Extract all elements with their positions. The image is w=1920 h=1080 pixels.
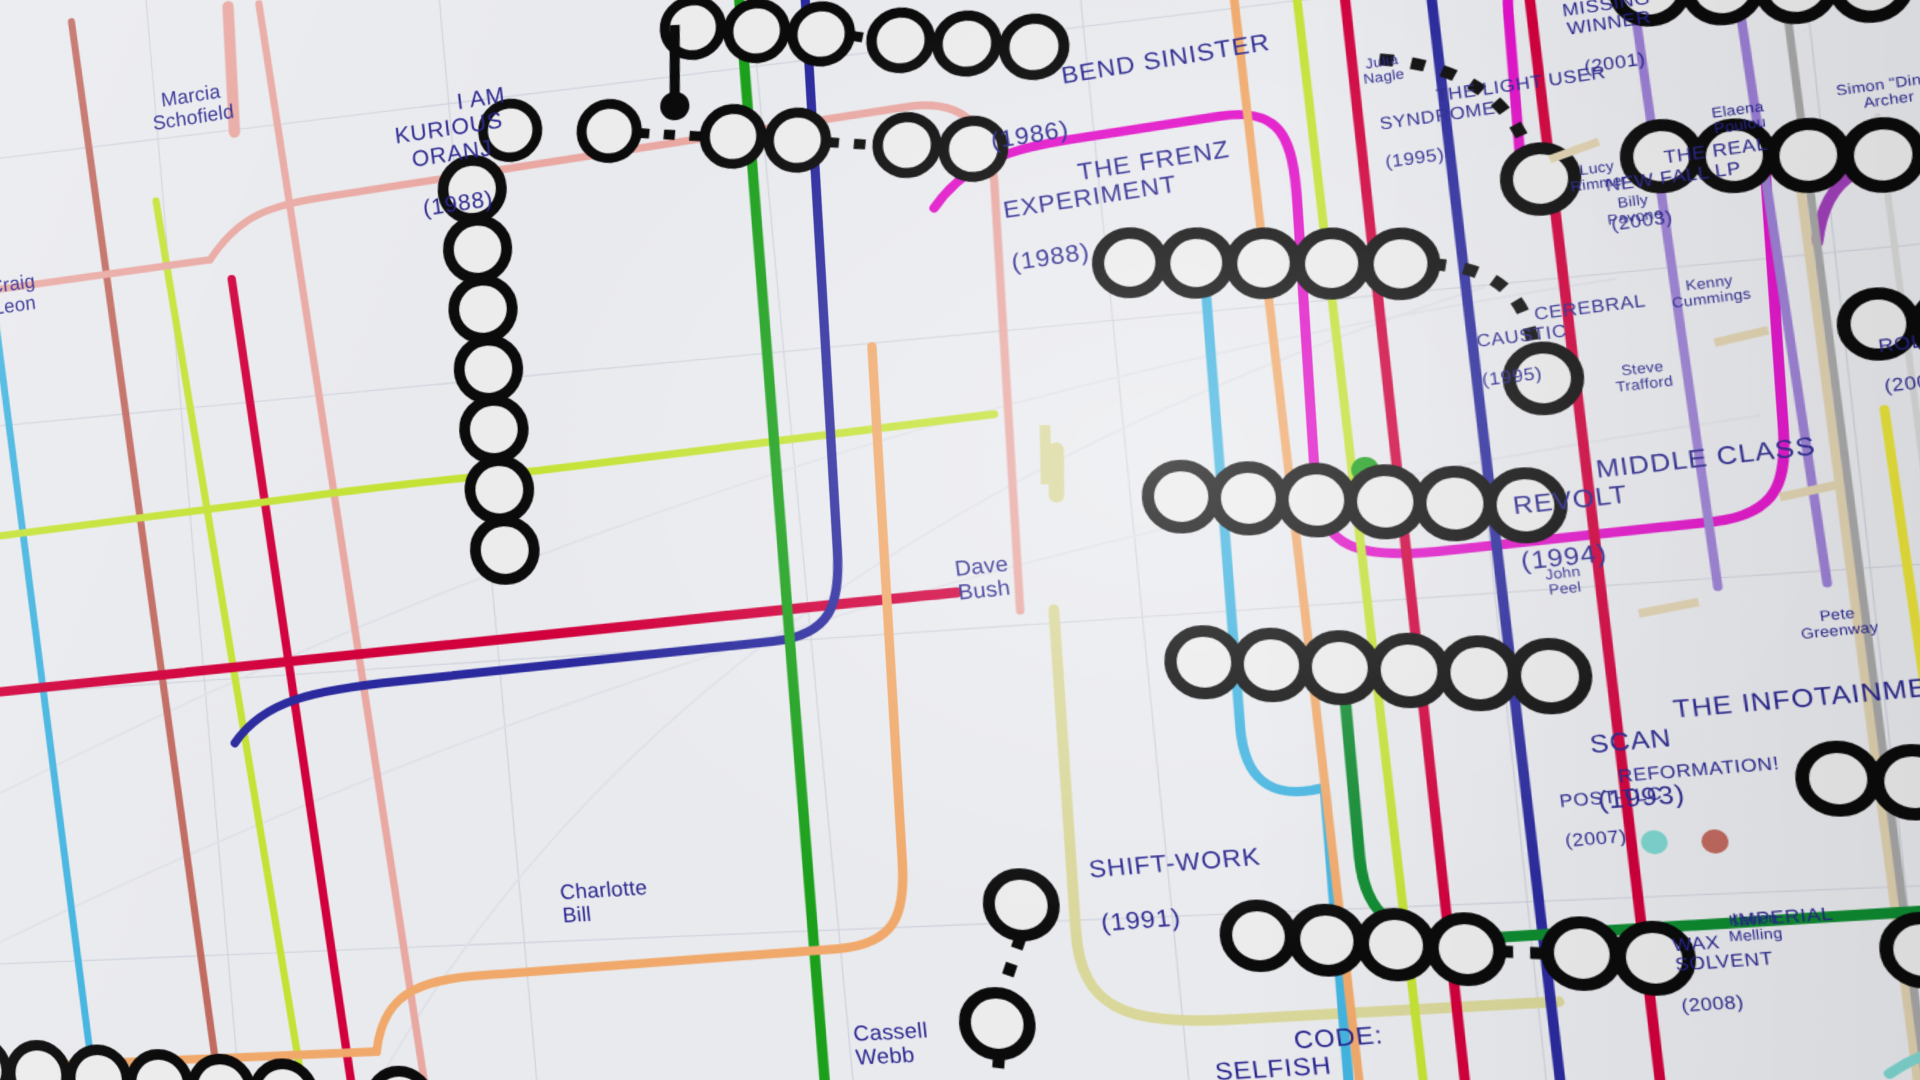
album-label: ARE YOU ARE MISSING WINNER (2001) xyxy=(1560,0,1653,78)
person-label: Billy Pavone xyxy=(1606,190,1665,229)
album-label: IMPERIAL WAX SOLVENT (2008) xyxy=(1671,903,1835,1017)
album-label: CODE: SELFISH (1992) xyxy=(1213,1021,1385,1080)
person-label: Kenny Cummings xyxy=(1670,271,1753,312)
album-label: MIDDLE CLASS REVOLT (1994) xyxy=(1511,431,1818,576)
person-label: Dave Bush xyxy=(953,552,1012,606)
person-label: Pete Greenway xyxy=(1799,604,1880,643)
album-label: THIS NATION'S SAVING GRACE (1985) xyxy=(346,0,805,46)
album-label: EXTRICATE (1990) xyxy=(569,1060,799,1080)
album-label: REFORMATION! POST-TLC (2007) xyxy=(1558,752,1781,852)
album-label: SHIFT-WORK (1991) xyxy=(1087,842,1263,937)
person-label: Simon "Ding" Archer xyxy=(1835,68,1920,112)
person-label: John Peel xyxy=(1544,562,1583,599)
album-label: THE FRENZ EXPERIMENT (1988) xyxy=(1001,135,1232,277)
album-label: THE INFOTAINMENT SCAN (1993) xyxy=(1587,669,1920,816)
album-label: THE REAL NEW FALL LP (2003) xyxy=(1604,133,1770,236)
person-label: Charlotte Bill xyxy=(558,876,649,929)
person-label: Elaena Poulou xyxy=(1710,97,1768,138)
album-label: FALL HEADS ROLL (2005) xyxy=(1876,329,1920,398)
person-label: Keiron Melling xyxy=(1727,908,1784,946)
person-label: Steve Trafford xyxy=(1614,357,1675,396)
person-label: Marcia Schofield xyxy=(151,80,236,136)
person-label: Julia Nagle xyxy=(1362,51,1406,89)
person-label: Cassell Webb xyxy=(852,1019,930,1071)
person-label: Lucy Rimmer xyxy=(1569,157,1629,196)
album-label: CEREBRAL CAUSTIC (1995) xyxy=(1475,290,1648,391)
album-label: BEND SINISTER (1986) xyxy=(989,28,1272,154)
